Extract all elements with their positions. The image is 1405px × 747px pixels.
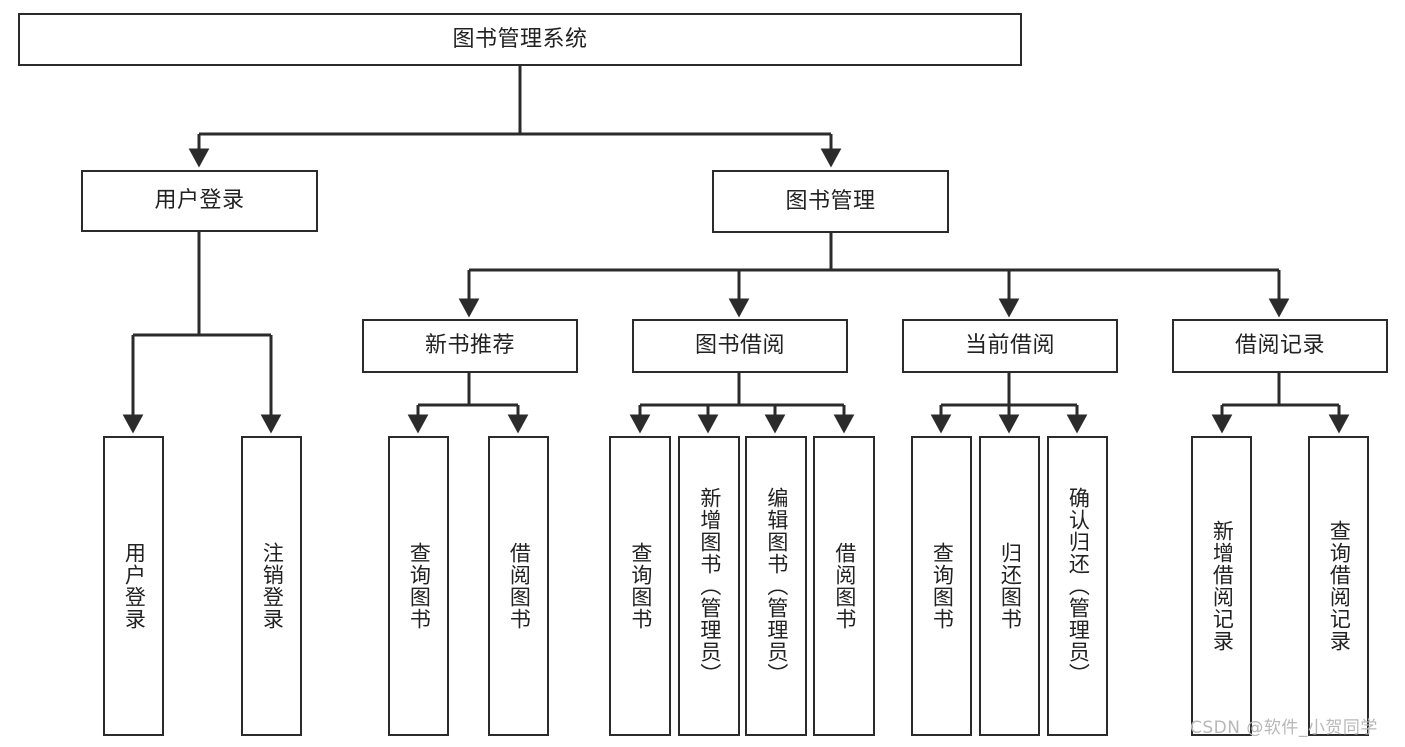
node-borrow-record-label: 借阅记录 — [1234, 333, 1325, 359]
leaf-book-borrow-4-label: 借阅图书 — [832, 542, 857, 630]
leaf-current-borrow-2-label: 归还图书 — [998, 542, 1023, 630]
leaf-new-book-rec-1[interactable]: 查询图书 — [388, 436, 449, 736]
node-new-book-rec[interactable]: 新书推荐 — [362, 319, 578, 373]
node-book-borrow-label: 图书借阅 — [694, 333, 785, 359]
leaf-user-login-1[interactable]: 用户登录 — [103, 436, 164, 736]
leaf-book-borrow-1-label: 查询图书 — [628, 542, 653, 630]
csdn-watermark: CSDN @软件_小贺同学 — [1190, 718, 1378, 738]
leaf-current-borrow-1-label: 查询图书 — [930, 542, 955, 630]
node-current-borrow-label: 当前借阅 — [964, 333, 1055, 359]
leaf-user-login-2[interactable]: 注销登录 — [241, 436, 302, 736]
leaf-book-borrow-1[interactable]: 查询图书 — [609, 436, 671, 736]
node-current-borrow[interactable]: 当前借阅 — [902, 319, 1118, 373]
leaf-current-borrow-3-label: 确认归还（管理员） — [1066, 487, 1091, 685]
node-book-manage-label: 图书管理 — [785, 188, 876, 214]
node-user-login[interactable]: 用户登录 — [81, 170, 318, 232]
leaf-book-borrow-3[interactable]: 编辑图书（管理员） — [745, 436, 807, 736]
leaf-user-login-2-label: 注销登录 — [260, 542, 285, 630]
leaf-book-borrow-3-label: 编辑图书（管理员） — [764, 487, 789, 685]
leaf-new-book-rec-1-label: 查询图书 — [407, 542, 432, 630]
node-borrow-record[interactable]: 借阅记录 — [1172, 319, 1388, 373]
node-new-book-rec-label: 新书推荐 — [424, 333, 515, 359]
leaf-new-book-rec-2[interactable]: 借阅图书 — [488, 436, 549, 736]
leaf-user-login-1-label: 用户登录 — [122, 542, 147, 630]
leaf-current-borrow-3[interactable]: 确认归还（管理员） — [1047, 436, 1108, 736]
node-root-label: 图书管理系统 — [452, 26, 588, 52]
leaf-borrow-record-2-label: 查询借阅记录 — [1327, 520, 1352, 652]
leaf-current-borrow-2[interactable]: 归还图书 — [979, 436, 1040, 736]
leaf-new-book-rec-2-label: 借阅图书 — [507, 542, 532, 630]
leaf-book-borrow-2-label: 新增图书（管理员） — [697, 487, 722, 685]
node-user-login-label: 用户登录 — [154, 188, 245, 214]
leaf-current-borrow-1[interactable]: 查询图书 — [911, 436, 972, 736]
leaf-book-borrow-4[interactable]: 借阅图书 — [813, 436, 875, 736]
leaf-borrow-record-2[interactable]: 查询借阅记录 — [1308, 436, 1369, 736]
node-book-borrow[interactable]: 图书借阅 — [632, 319, 848, 373]
leaf-borrow-record-1-label: 新增借阅记录 — [1210, 520, 1235, 652]
leaf-book-borrow-2[interactable]: 新增图书（管理员） — [678, 436, 740, 736]
node-root[interactable]: 图书管理系统 — [18, 13, 1022, 66]
node-book-manage[interactable]: 图书管理 — [712, 170, 949, 233]
leaf-borrow-record-1[interactable]: 新增借阅记录 — [1191, 436, 1252, 736]
